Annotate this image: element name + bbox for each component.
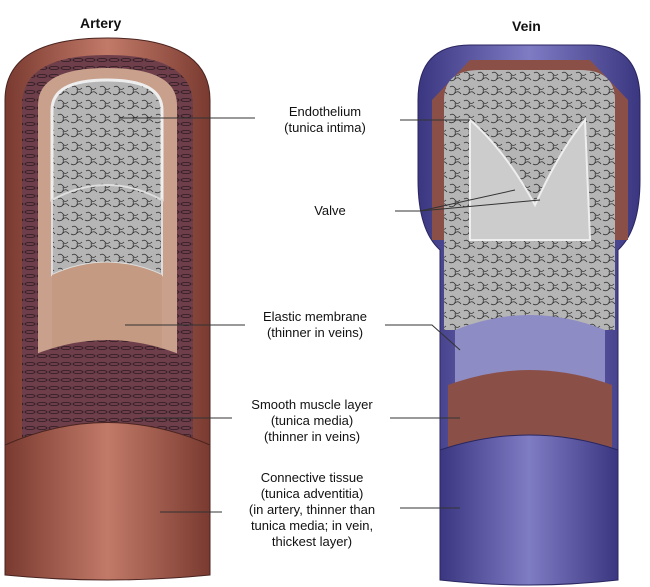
label-line: (tunica intima) (284, 120, 366, 135)
label-smooth-muscle: Smooth muscle layer (tunica media) (thin… (212, 397, 412, 445)
vein-title: Vein (512, 18, 541, 34)
label-line: Elastic membrane (262, 309, 368, 324)
label-connective-tissue: Connective tissue (tunica adventitia) (i… (212, 470, 412, 550)
label-line: tunica media; in vein, (250, 518, 374, 533)
label-line: Smooth muscle layer (251, 397, 373, 412)
label-line: Connective tissue (260, 470, 364, 485)
leader-lines (120, 117, 541, 513)
label-line: Valve (314, 203, 346, 218)
label-elastic-membrane: Elastic membrane (thinner in veins) (215, 309, 415, 341)
label-line: (in artery, thinner than (248, 502, 376, 517)
vein-illustration (417, 44, 641, 586)
label-line: Endothelium (288, 104, 362, 119)
label-line: thickest layer) (271, 534, 353, 549)
label-line: (tunica adventitia) (260, 486, 364, 501)
label-endothelium: Endothelium (tunica intima) (225, 104, 425, 136)
artery-title: Artery (80, 15, 122, 31)
label-line: (thinner in veins) (266, 325, 364, 340)
label-valve: Valve (260, 203, 400, 219)
artery-illustration (4, 37, 211, 581)
label-line: (tunica media) (270, 413, 354, 428)
label-line: (thinner in veins) (263, 429, 361, 444)
